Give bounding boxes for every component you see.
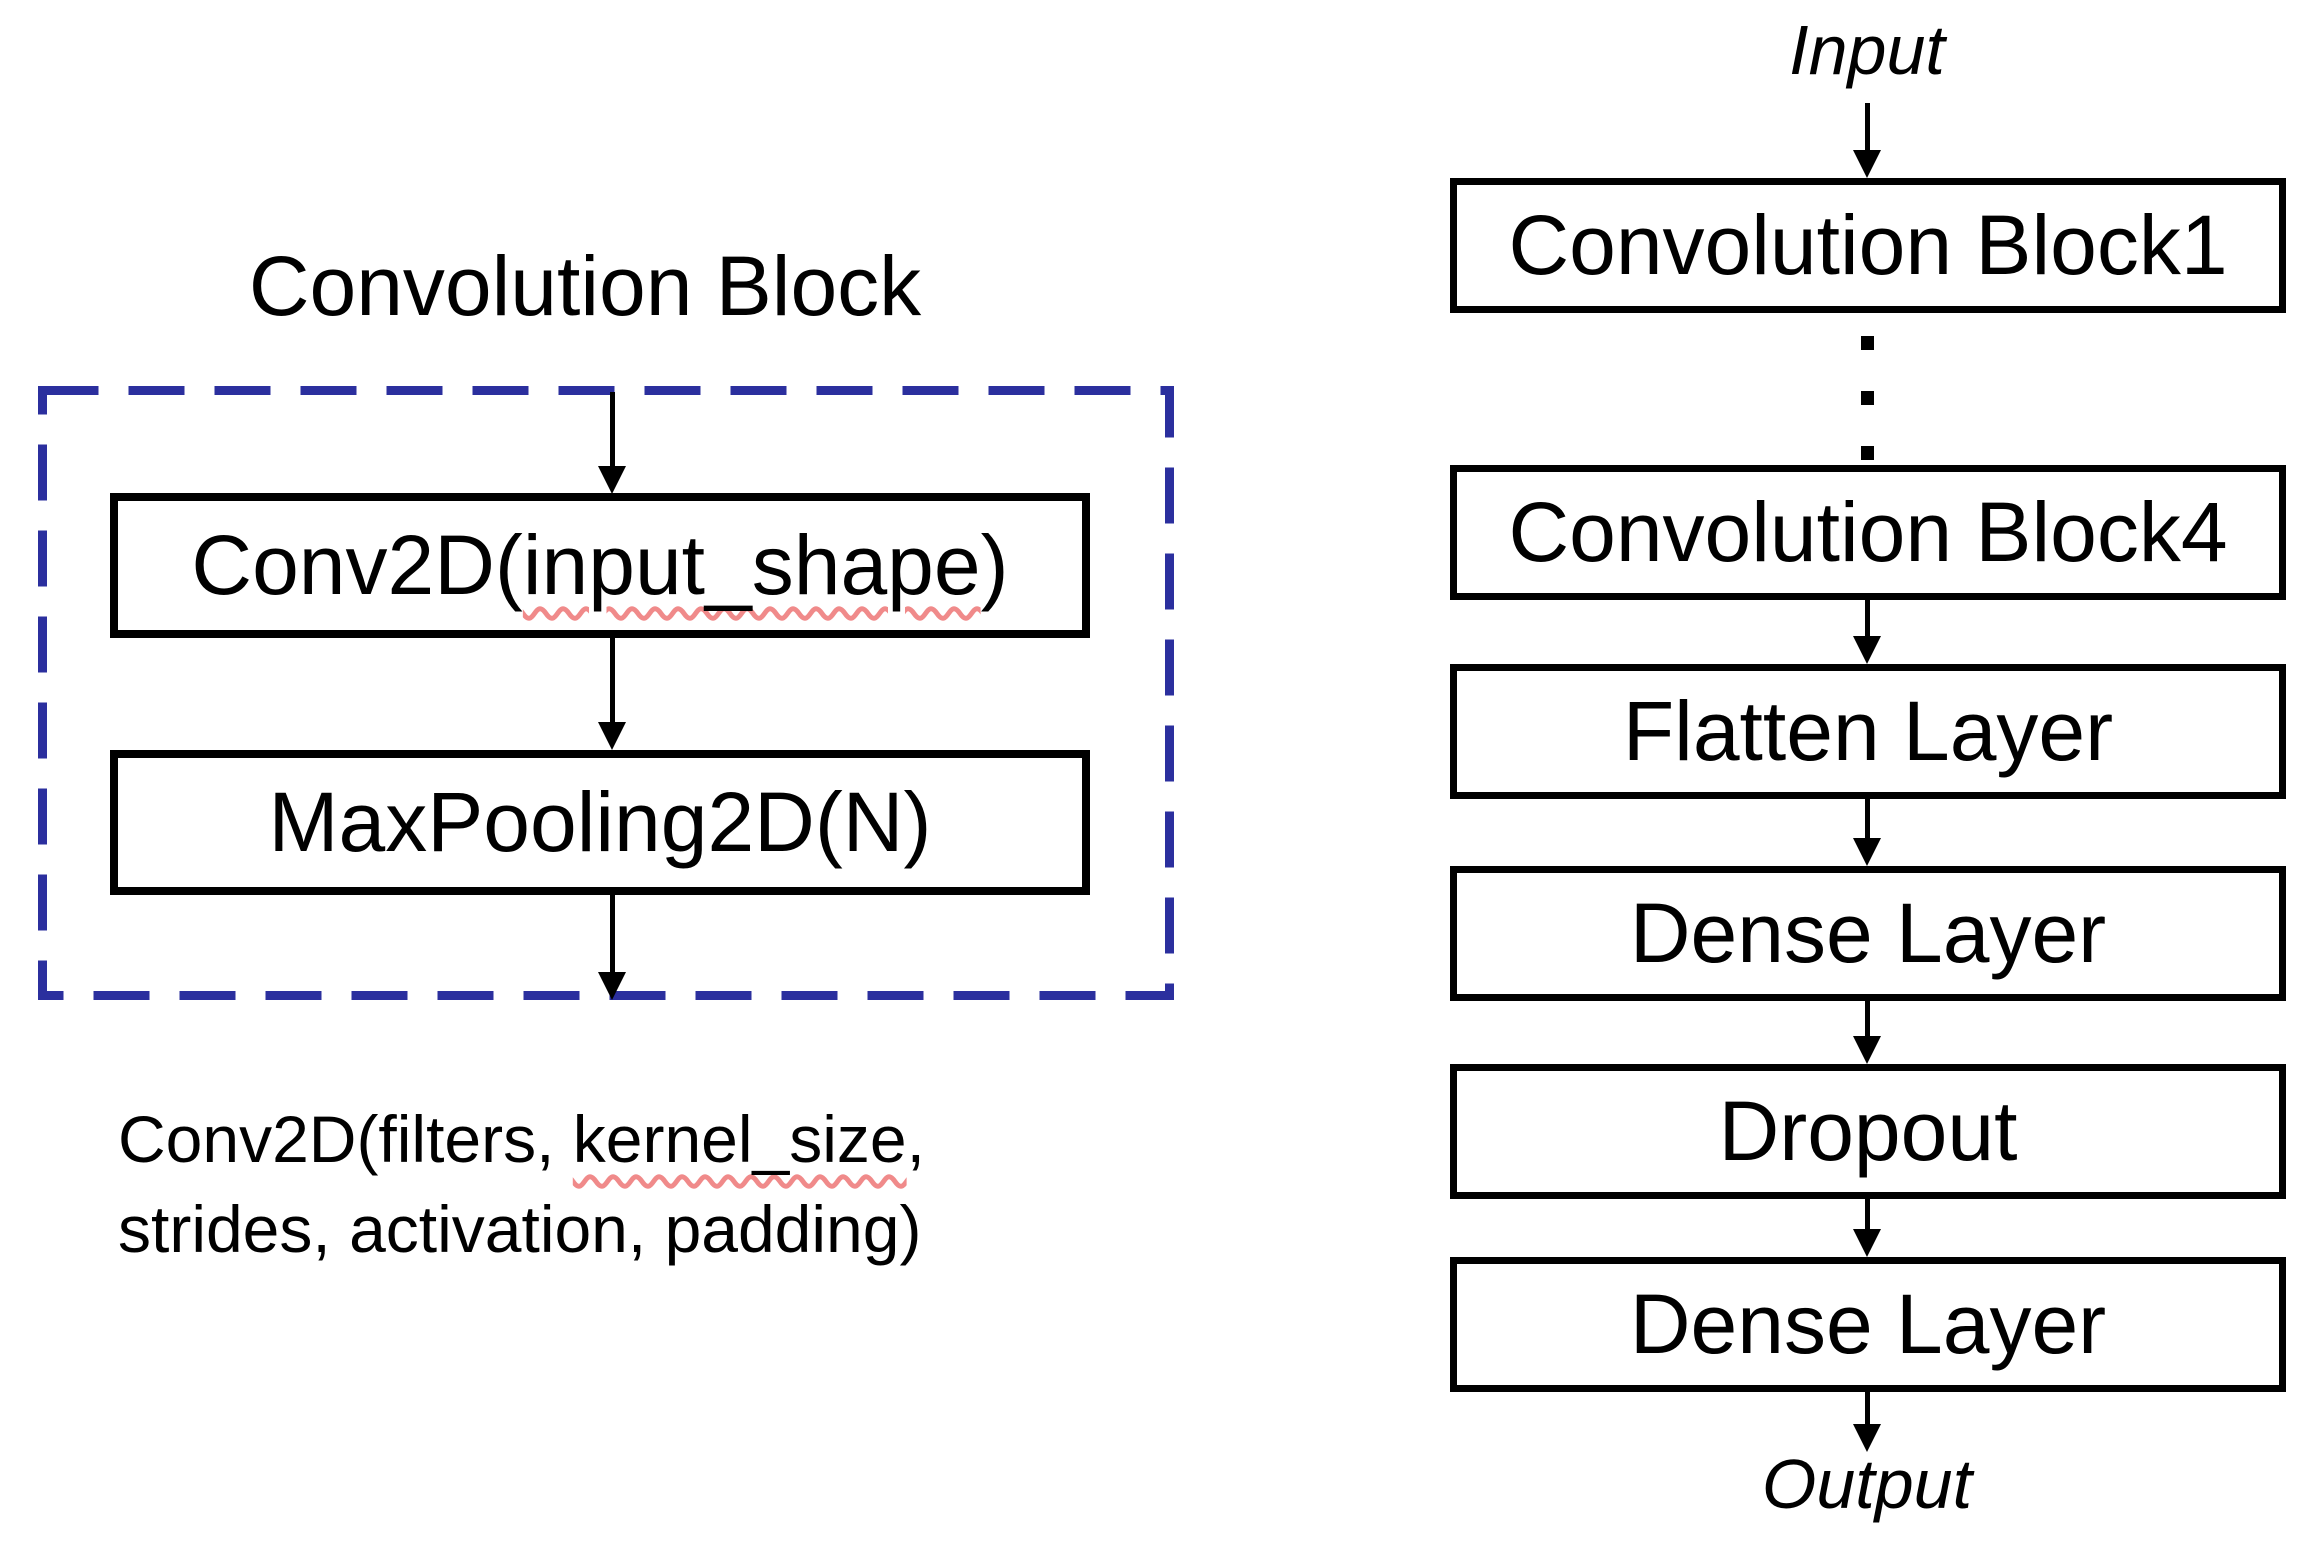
arrow-down-icon: [1853, 1392, 1881, 1452]
ellipsis-dot: [1860, 336, 1874, 350]
convolution-block4-box: Convolution Block4: [1450, 465, 2286, 600]
conv2d-label-prefix: Conv2D(: [191, 518, 523, 612]
note-line1-prefix: Conv2D(filters,: [118, 1102, 573, 1176]
output-label: Output: [1761, 1445, 1973, 1523]
note-line1-suffix: ,: [906, 1102, 925, 1176]
conv2d-label-suffix: ): [980, 518, 1009, 612]
dropout-label: Dropout: [1718, 1084, 2018, 1178]
conv2d-label-input-shape: input_shape: [522, 518, 981, 612]
arrow-down-icon: [1853, 1199, 1881, 1257]
dropout-box: Dropout: [1450, 1064, 2286, 1199]
arrow-down-icon: [598, 895, 626, 1000]
ellipsis-dot: [1860, 446, 1874, 460]
flatten-layer-label: Flatten Layer: [1622, 684, 2114, 778]
input-label: Input: [1789, 11, 1945, 89]
conv2d-box: Conv2D(input_shape): [110, 493, 1090, 638]
arrow-down-icon: [1853, 600, 1881, 664]
flatten-layer-box: Flatten Layer: [1450, 664, 2286, 799]
dense-layer2-label: Dense Layer: [1629, 1277, 2107, 1371]
dense-layer1-box: Dense Layer: [1450, 866, 2286, 1001]
arrow-down-icon: [598, 392, 626, 494]
arrow-down-icon: [598, 638, 626, 750]
maxpooling-label: MaxPooling2D(N): [268, 775, 932, 869]
note-line-2: strides, activation, padding): [118, 1191, 922, 1266]
note-line1-kernel-size: kernel_size: [572, 1102, 907, 1176]
convolution-block1-box: Convolution Block1: [1450, 178, 2286, 313]
ellipsis-dots: [1860, 336, 1874, 460]
maxpooling-box: MaxPooling2D(N): [110, 750, 1090, 895]
arrow-down-icon: [1853, 799, 1881, 866]
arrow-down-icon: [1853, 103, 1881, 178]
note-line-1: Conv2D(filters, kernel_size,: [118, 1095, 925, 1185]
dense-layer2-box: Dense Layer: [1450, 1257, 2286, 1392]
ellipsis-dot: [1860, 391, 1874, 405]
convolution-block4-label: Convolution Block4: [1508, 485, 2228, 579]
arrow-down-icon: [1853, 1001, 1881, 1064]
convolution-block1-label: Convolution Block1: [1508, 198, 2228, 292]
dense-layer1-label: Dense Layer: [1629, 886, 2107, 980]
convolution-block-title: Convolution Block: [248, 239, 922, 333]
convolution-block-dashed-border: [38, 386, 1174, 1000]
conv2d-signature-note: Conv2D(filters, kernel_size, strides, ac…: [118, 1095, 925, 1275]
